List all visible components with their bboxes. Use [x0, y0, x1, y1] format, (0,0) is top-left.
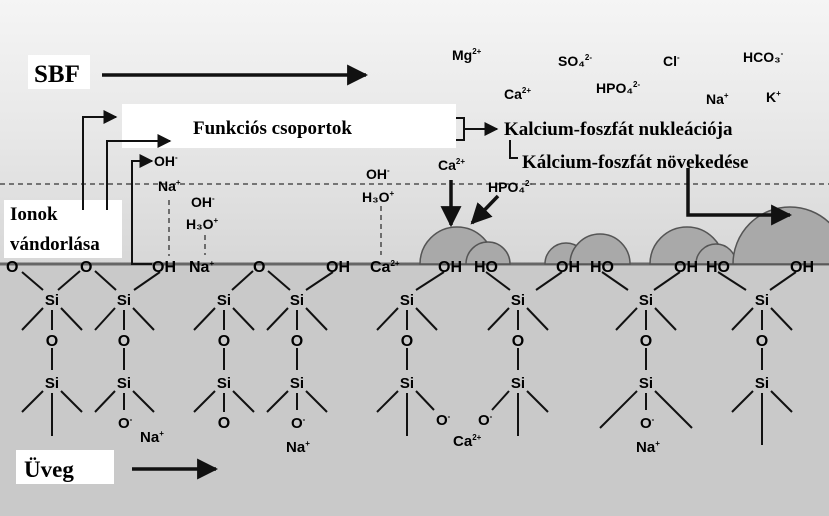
- precipitate-2: [465, 241, 511, 265]
- solution-ion: Na+: [706, 91, 729, 107]
- si-atom: Si: [290, 292, 304, 309]
- solution-ions: Mg2+ SO₄2- Cl- HCO₃- Ca2+ HPO₄2- Na+ K+: [452, 47, 784, 107]
- surface-group: OH: [674, 259, 698, 276]
- bulk-ion: Na+: [140, 429, 164, 446]
- si-atom: Si: [511, 292, 525, 309]
- o-atom: O: [291, 333, 303, 350]
- surface-group: O: [6, 259, 18, 276]
- solution-ion: K+: [766, 89, 781, 105]
- interface-ion: H₃O+: [186, 216, 218, 232]
- sbf-label-bg: [28, 55, 90, 89]
- glass-label-bg: [16, 450, 114, 484]
- precipitate-layer: [419, 206, 829, 265]
- surface-group: O: [80, 259, 92, 276]
- glass-label: Üveg: [24, 457, 74, 482]
- growth-arrow: [686, 168, 793, 226]
- bulk-ion: O-: [118, 415, 133, 432]
- solution-ion: Cl-: [663, 53, 680, 69]
- bulk-ion: Na+: [636, 439, 660, 456]
- solution-ion: SO₄2-: [558, 53, 592, 69]
- si-atom: Si: [217, 375, 231, 392]
- si-atom: Si: [755, 292, 769, 309]
- interface-ions: OH- Na+ OH- H₃O+ OH- H₃O+ Ca2+ HPO₄2-: [154, 153, 532, 232]
- surface-group: HO: [706, 259, 730, 276]
- growth-label: Kálcium-foszfát növekedése: [522, 152, 748, 173]
- si-atom: Si: [755, 375, 769, 392]
- solution-ion: HCO₃-: [743, 49, 784, 65]
- sbf-label: SBF: [34, 61, 80, 88]
- interface-ion: HPO₄2-: [488, 179, 532, 195]
- surface-bonds: [21, 270, 797, 291]
- si-atom: Si: [45, 292, 59, 309]
- precipitate-4: [569, 233, 631, 265]
- ion-migration-arrow-2: [106, 134, 172, 210]
- si-atom: Si: [290, 375, 304, 392]
- si-atom: Si: [217, 292, 231, 309]
- si-atom: Si: [117, 292, 131, 309]
- solution-ion: Ca2+: [504, 86, 531, 102]
- si-atom: Si: [117, 375, 131, 392]
- o-atom: O: [640, 333, 652, 350]
- interface-ion: OH-: [191, 194, 215, 210]
- interface-ion: Na+: [158, 178, 181, 194]
- functional-groups-box: [122, 104, 456, 148]
- ion-migration-arrow-1: [82, 110, 118, 210]
- ion-migration-label-bg: [4, 200, 122, 258]
- nucleation-label: Kalcium-foszfát nukleációja: [504, 119, 733, 140]
- functional-groups-label: Funkciós csoportok: [193, 118, 352, 139]
- bulk-ion: O-: [291, 415, 306, 432]
- o-atom: O: [401, 333, 413, 350]
- surface-group: O: [253, 259, 265, 276]
- bulk-ion: O-: [478, 412, 493, 429]
- ion-migration-arrow-3: [131, 154, 154, 265]
- o-atom: O: [512, 333, 524, 350]
- o-atom: O: [218, 333, 230, 350]
- silicate-lattice: Si O Si Si O Si Si O Si O Si O Si Si O S…: [21, 292, 793, 445]
- si-atom: Si: [639, 292, 653, 309]
- hpo4-deposition-arrow: [470, 194, 500, 225]
- surface-group: OH: [438, 259, 462, 276]
- surface-groups: O O O OH Na+ OH Ca2+ OH HO OH HO OH HO O…: [6, 259, 814, 276]
- o-atom: O: [756, 333, 768, 350]
- si-atom: Si: [511, 375, 525, 392]
- growth-connector: [509, 140, 518, 159]
- bulk-ion: O-: [640, 415, 655, 432]
- surface-group: OH: [326, 259, 350, 276]
- interface-ion: OH-: [366, 166, 390, 182]
- surface-group: Ca2+: [370, 259, 400, 276]
- glass-region: [0, 264, 829, 516]
- ion-migration-label-2: vándorlása: [10, 234, 100, 255]
- o-atom: O: [218, 415, 230, 432]
- bulk-ions: O- Na+ O- Na+ O- O- Ca2+ O- Na+: [118, 412, 660, 456]
- bulk-ion: Na+: [286, 439, 310, 456]
- interface-ion: Ca2+: [438, 157, 465, 173]
- si-atom: Si: [400, 375, 414, 392]
- solution-ion: Mg2+: [452, 47, 482, 63]
- interface-ion: H₃O+: [362, 189, 394, 205]
- si-atom: Si: [400, 292, 414, 309]
- surface-group: Na+: [189, 259, 214, 276]
- si-atom: Si: [45, 375, 59, 392]
- surface-group: OH: [556, 259, 580, 276]
- bulk-ion: Ca2+: [453, 433, 482, 450]
- ion-migration-label-1: Ionok: [10, 204, 58, 225]
- o-atom: O: [118, 333, 130, 350]
- surface-group: HO: [590, 259, 614, 276]
- solution-ion: HPO₄2-: [596, 80, 640, 96]
- surface-group: HO: [474, 259, 498, 276]
- o-atom: O: [46, 333, 58, 350]
- surface-group: OH: [152, 259, 176, 276]
- si-atom: Si: [639, 375, 653, 392]
- precipitate-7: [732, 206, 829, 265]
- surface-group: OH: [790, 259, 814, 276]
- interface-ion: OH-: [154, 153, 178, 169]
- bulk-ion: O-: [436, 412, 451, 429]
